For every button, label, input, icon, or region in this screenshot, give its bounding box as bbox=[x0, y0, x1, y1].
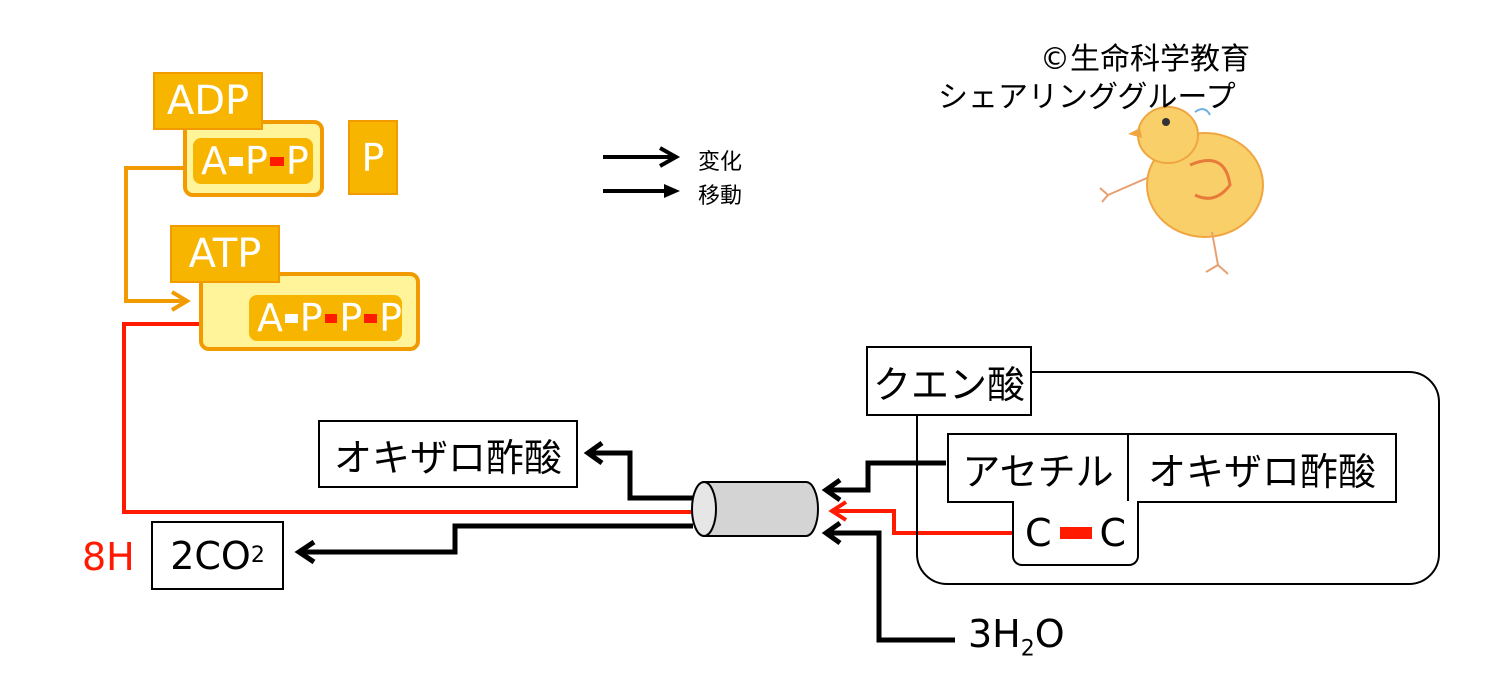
hydrogen-label: 8H bbox=[82, 535, 135, 579]
adp-bond-1 bbox=[229, 156, 243, 166]
acetyl-box: アセチル bbox=[947, 433, 1129, 503]
legend-move-arrow bbox=[603, 184, 680, 198]
copyright-line1: ©生命科学教育 bbox=[1040, 42, 1250, 77]
adp-phosphate-1: P bbox=[245, 139, 268, 183]
cc-to-cylinder-arrow bbox=[828, 500, 1013, 535]
adp-adenosine: A bbox=[201, 139, 227, 183]
water-suffix: O bbox=[1034, 612, 1065, 656]
carbon-2: C bbox=[1099, 510, 1127, 555]
water-label: 3H2O bbox=[968, 612, 1065, 662]
atp-bond-1 bbox=[285, 313, 298, 323]
legend-move-label: 移動 bbox=[698, 184, 743, 209]
legend-change-label: 変化 bbox=[698, 150, 743, 175]
phosphate-label: P bbox=[348, 120, 398, 195]
citric-acid-container bbox=[916, 371, 1440, 585]
water-to-cylinder-arrow bbox=[821, 520, 955, 643]
to-oxaloacetate-arrow bbox=[583, 440, 693, 501]
citric-oxaloacetate-box: オキザロ酢酸 bbox=[1127, 433, 1397, 503]
atp-bond-3 bbox=[364, 313, 378, 323]
adp-molecule: A P P bbox=[193, 138, 313, 184]
atp-phosphate-2: P bbox=[339, 296, 363, 340]
atp-phosphate-3: P bbox=[379, 296, 403, 340]
copyright-line2: シェアリンググループ bbox=[938, 80, 1236, 115]
water-subscript: 2 bbox=[1020, 636, 1035, 662]
output-oxaloacetate-box: オキザロ酢酸 bbox=[318, 420, 578, 488]
co2-text: 2CO bbox=[170, 533, 251, 578]
adp-to-atp-arrow bbox=[124, 166, 191, 312]
co2-subscript: 2 bbox=[250, 543, 265, 568]
cc-box: C C bbox=[1012, 501, 1139, 566]
enzyme-cylinder bbox=[691, 481, 819, 537]
acetyl-to-cylinder-arrow bbox=[821, 460, 946, 503]
water-text: 3H bbox=[968, 612, 1021, 656]
atp-phosphate-1: P bbox=[299, 296, 323, 340]
atp-molecule: A P P P bbox=[249, 295, 402, 341]
carbon-1: C bbox=[1024, 510, 1052, 555]
chick-illustration bbox=[1099, 106, 1264, 275]
cc-bond bbox=[1059, 526, 1092, 539]
to-co2-arrow bbox=[294, 523, 693, 565]
adp-bond-2 bbox=[269, 156, 284, 166]
citric-acid-label: クエン酸 bbox=[866, 346, 1032, 416]
legend-change-arrow bbox=[603, 146, 681, 168]
atp-adenosine: A bbox=[257, 296, 283, 340]
atp-label: ATP bbox=[170, 225, 280, 283]
adp-label: ADP bbox=[153, 72, 263, 130]
adp-phosphate-2: P bbox=[285, 139, 309, 183]
atp-bond-2 bbox=[324, 313, 338, 323]
